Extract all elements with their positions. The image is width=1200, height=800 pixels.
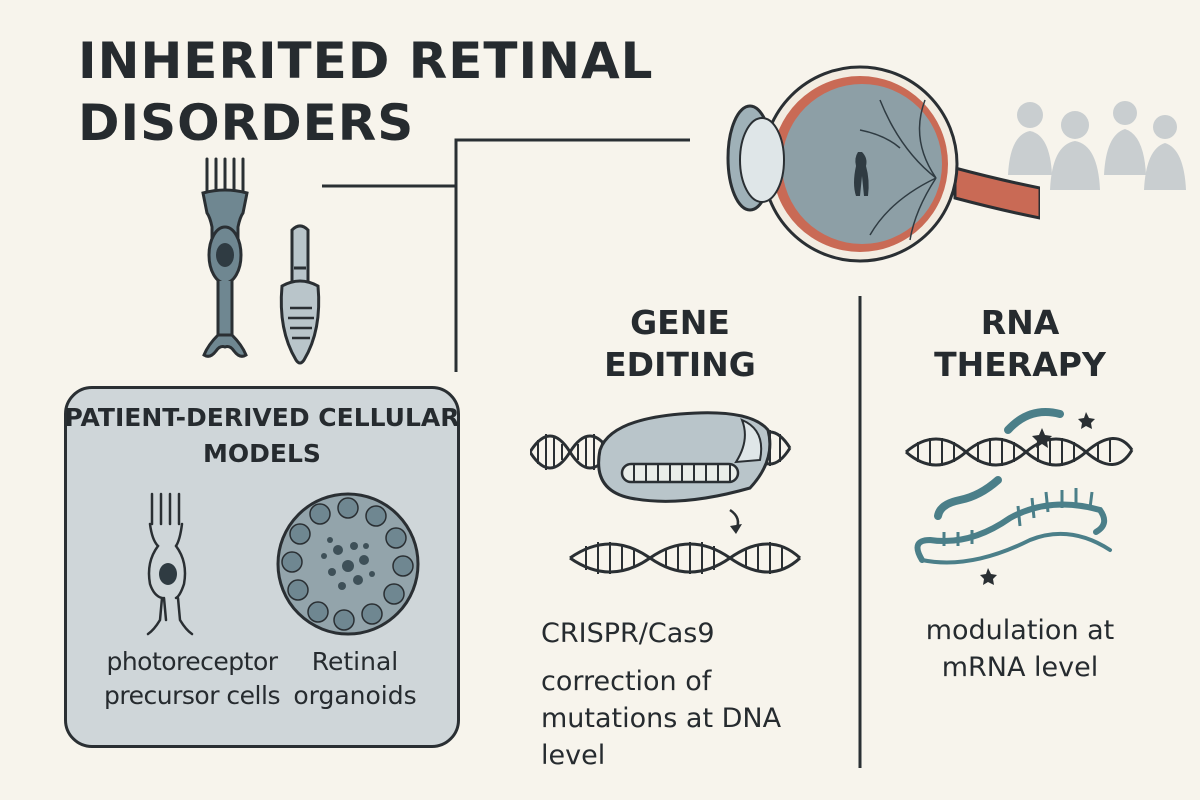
cone-cell-icon [279,224,321,365]
crispr-label: CRISPR/Cas9 [541,618,715,649]
organoids-caption: Retinal organoids [293,647,417,710]
precursor-cell-icon [146,492,194,636]
patient-models-panel [64,386,460,748]
rod-cell-icon [201,157,249,358]
rna-strands-icon [905,408,1134,585]
patient-models-heading: PATIENT-DERIVED CELLULAR MODELS [64,403,460,468]
rna-therapy-heading: RNA THERAPY [934,303,1106,384]
page-title: INHERITED RETINAL DISORDERS [78,32,654,152]
gene-editing-heading: GENE EDITING [604,303,756,384]
rna-therapy-description: modulation at mRNA level [925,615,1115,683]
people-silhouettes-icon [1008,101,1186,190]
eye-icon [726,65,1040,263]
gene-editing-description: correction of mutations at DNA level [541,666,782,771]
cas9-dna-icon [530,411,802,574]
organoid-icon [276,492,420,636]
connector-line-main [454,138,690,372]
precursor-cells-caption: photoreceptor precursor cells [104,647,280,710]
